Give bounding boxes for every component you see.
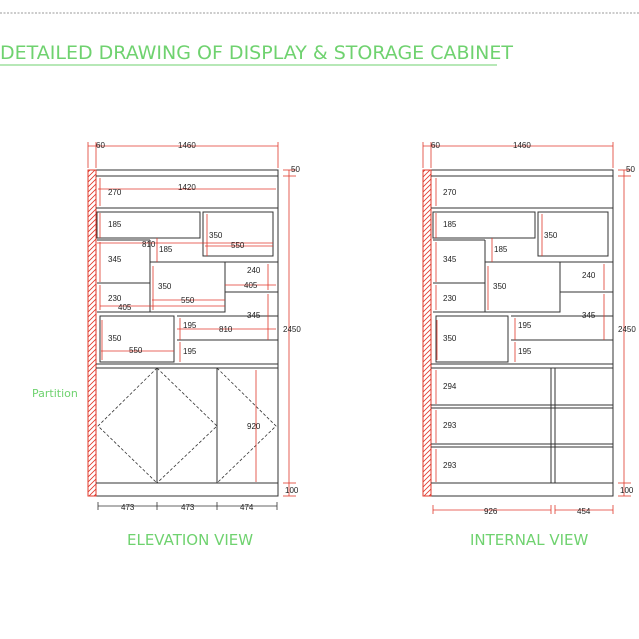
elev-dim-door-3: 474 — [240, 503, 254, 512]
elev-dim-240: 240 — [247, 266, 261, 275]
elev-dim-185b: 185 — [159, 245, 173, 254]
int-dim-base: 100 — [620, 486, 634, 495]
elev-dim-230: 230 — [108, 294, 122, 303]
elev-dim-height: 2450 — [283, 325, 301, 334]
door-swing-2 — [156, 367, 218, 484]
int-dim-top-left: 60 — [431, 141, 440, 150]
int-dim-height: 2450 — [618, 325, 636, 334]
elev-box-1 — [96, 211, 201, 239]
int-dim-350c: 350 — [443, 334, 457, 343]
int-box-3 — [484, 261, 561, 313]
elev-dim-550a: 550 — [231, 241, 245, 250]
internal-view: 60 1460 50 2450 100 270 185 350 185 345 … — [422, 141, 636, 549]
partition-label: Partition — [32, 387, 78, 400]
int-dim-shelf-293b: 293 — [443, 461, 457, 470]
elev-dim-top-right: 50 — [291, 165, 300, 174]
int-dim-345a: 345 — [443, 255, 457, 264]
elev-dim-195a: 195 — [183, 321, 197, 330]
elev-dim-top-left: 60 — [96, 141, 105, 150]
int-dim-overall-width: 1460 — [513, 141, 531, 150]
elev-dim-overall-width: 1460 — [178, 141, 196, 150]
elev-dim-195b: 195 — [183, 347, 197, 356]
int-box-4 — [435, 315, 509, 363]
int-dim-230: 230 — [443, 294, 457, 303]
elev-dim-550c: 550 — [129, 346, 143, 355]
drawing-title: DETAILED DRAWING OF DISPLAY & STORAGE CA… — [0, 42, 513, 64]
elev-dim-405b: 405 — [244, 281, 258, 290]
elevation-caption: ELEVATION VIEW — [127, 531, 253, 549]
elev-dim-810a: 810 — [142, 240, 156, 249]
elev-carcass — [87, 169, 279, 497]
door-swing-3 — [216, 367, 277, 484]
int-dim-shelf-293a: 293 — [443, 421, 457, 430]
int-dim-345b: 345 — [582, 311, 596, 320]
elev-box-4 — [99, 315, 175, 363]
elev-dim-550b: 550 — [181, 296, 195, 305]
door-swing-1 — [97, 367, 158, 484]
int-partition — [422, 169, 432, 497]
elev-box-2 — [202, 211, 274, 257]
int-box-1 — [432, 211, 536, 239]
int-dim-195b: 195 — [518, 347, 532, 356]
int-dim-240: 240 — [582, 271, 596, 280]
elev-dim-base: 100 — [285, 486, 299, 495]
elev-dim-350b: 350 — [158, 282, 172, 291]
elev-dim-345b: 345 — [247, 311, 261, 320]
elev-partition — [87, 169, 97, 497]
int-box-2 — [537, 211, 609, 257]
int-dim-top-right: 50 — [626, 165, 635, 174]
elev-box-3 — [149, 261, 226, 313]
int-dim-270: 270 — [443, 188, 457, 197]
elev-dim-door-height: 920 — [247, 422, 261, 431]
elev-dim-350a: 350 — [209, 231, 223, 240]
elev-dim-inner-width: 1420 — [178, 183, 196, 192]
elev-dim-270: 270 — [108, 188, 122, 197]
int-dim-185b: 185 — [494, 245, 508, 254]
internal-caption: INTERNAL VIEW — [470, 531, 588, 549]
elev-dim-810b: 810 — [219, 325, 233, 334]
elev-dim-345a: 345 — [108, 255, 122, 264]
elev-dim-405a: 405 — [118, 303, 132, 312]
int-dim-195a: 195 — [518, 321, 532, 330]
int-dim-350b: 350 — [493, 282, 507, 291]
int-dim-185: 185 — [443, 220, 457, 229]
elev-dim-door-1: 473 — [121, 503, 135, 512]
int-dim-width-454: 454 — [577, 507, 591, 516]
int-dim-350a: 350 — [544, 231, 558, 240]
elevation-view: 60 1460 1420 50 2450 100 270 185 350 550… — [87, 141, 301, 549]
int-dim-width-926: 926 — [484, 507, 498, 516]
elev-dim-door-2: 473 — [181, 503, 195, 512]
elev-dim-185: 185 — [108, 220, 122, 229]
int-dim-shelf-294: 294 — [443, 382, 457, 391]
elev-dim-350c: 350 — [108, 334, 122, 343]
